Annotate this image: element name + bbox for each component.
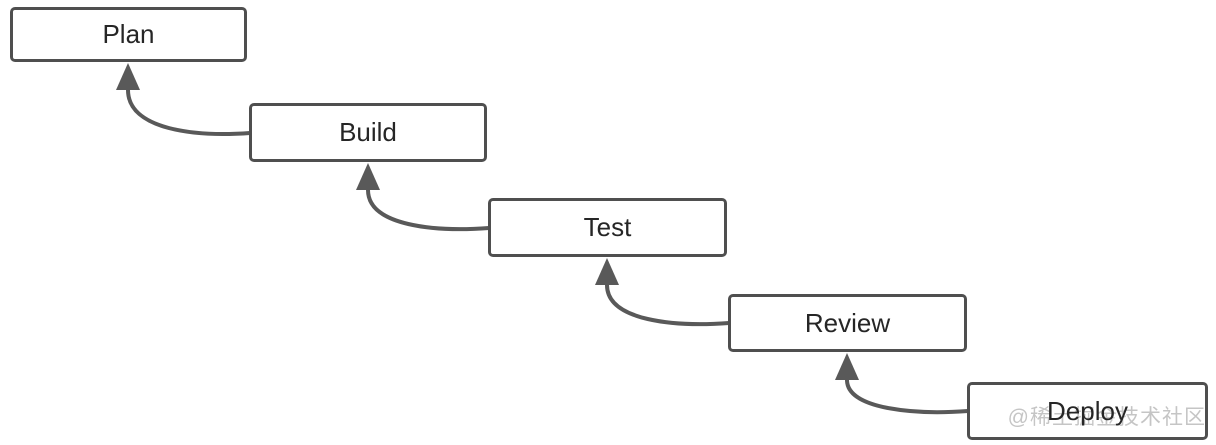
flow-node-test: Test: [488, 198, 727, 257]
flow-node-review: Review: [728, 294, 967, 352]
flow-node-label: Review: [804, 307, 891, 338]
flow-node-build: Build: [249, 103, 487, 162]
watermark: @稀土掘金技术社区: [1007, 406, 1206, 429]
flow-node-plan: Plan: [10, 7, 247, 62]
flow-node-deploy: Deploy: [967, 382, 1208, 440]
flow-node-label: Deploy: [1047, 395, 1128, 426]
arrow-up-icon: [595, 258, 619, 285]
flow-node-label: Test: [583, 212, 632, 242]
arrow-up-icon: [116, 63, 140, 90]
connector-deploy-to-review: [835, 353, 969, 415]
connector-test-to-build: [356, 163, 490, 232]
flow-node-label: Build: [339, 117, 397, 147]
connector-review-to-test: [595, 258, 730, 327]
arrow-up-icon: [835, 353, 859, 380]
flow-node-label: Plan: [102, 19, 155, 49]
arrow-up-icon: [356, 163, 380, 190]
connector-build-to-plan: [116, 63, 251, 136]
